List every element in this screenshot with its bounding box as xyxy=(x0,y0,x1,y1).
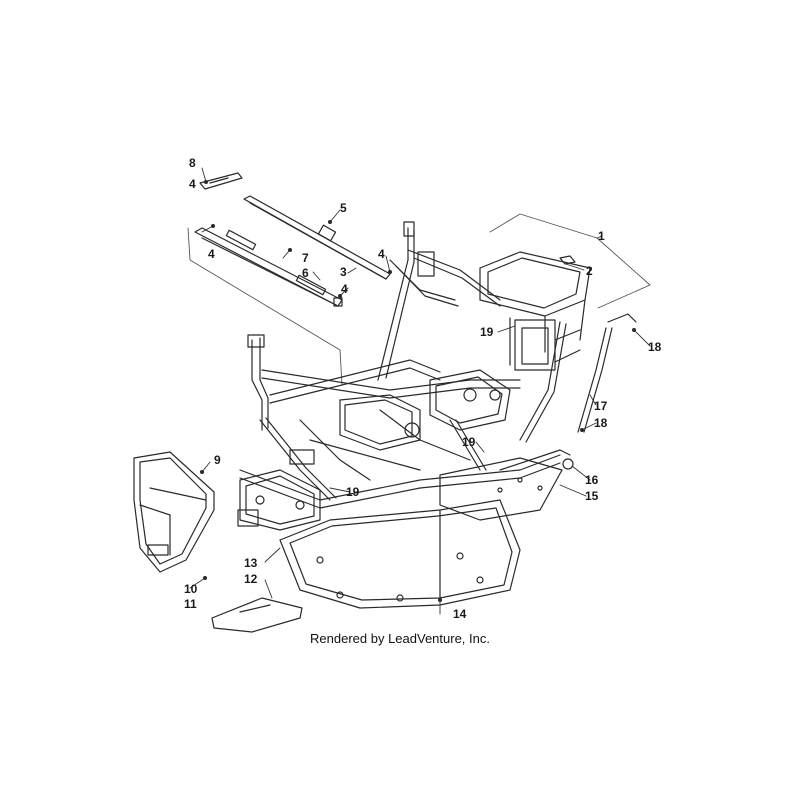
callout-6: 6 xyxy=(302,266,309,280)
render-credit: Rendered by LeadVenture, Inc. xyxy=(310,631,490,646)
callout-5: 5 xyxy=(340,201,347,215)
callout-4d: 4 xyxy=(378,247,385,261)
callout-13: 13 xyxy=(244,556,258,570)
front-bumper-10 xyxy=(133,451,215,573)
callout-19b: 19 xyxy=(462,435,476,449)
callout-7: 7 xyxy=(302,251,309,265)
callout-10: 10 xyxy=(184,582,198,596)
main-frame xyxy=(237,321,574,531)
skid-plate-12 xyxy=(211,597,303,633)
rops-rear-hoop xyxy=(377,221,501,381)
callout-8: 8 xyxy=(189,156,196,170)
leader-lines xyxy=(189,167,651,615)
callout-4c: 4 xyxy=(341,282,348,296)
callout-4b: 4 xyxy=(208,247,215,261)
part-group-bracket xyxy=(187,213,651,386)
callout-2: 2 xyxy=(586,264,593,278)
callout-3: 3 xyxy=(340,265,347,279)
rear-cargo-rack xyxy=(479,251,591,371)
callout-19a: 19 xyxy=(480,325,494,339)
callout-16: 16 xyxy=(585,473,599,487)
callout-11: 11 xyxy=(184,597,197,611)
rail-part-6 xyxy=(194,227,343,307)
strut-part-17 xyxy=(577,313,637,433)
callout-15: 15 xyxy=(585,489,599,503)
bracket-part-8 xyxy=(199,172,243,190)
rail-part-3 xyxy=(243,195,391,280)
callout-18a: 18 xyxy=(648,340,662,354)
callout-9: 9 xyxy=(214,453,221,467)
callout-19c: 19 xyxy=(346,485,360,499)
callout-1: 1 xyxy=(598,229,605,243)
floor-pan-14 xyxy=(279,499,521,609)
callout-17: 17 xyxy=(594,399,608,413)
rear-floor-panel-15 xyxy=(439,457,563,521)
callout-4a: 4 xyxy=(189,177,196,191)
callout-18b: 18 xyxy=(594,416,608,430)
callout-12: 12 xyxy=(244,572,258,586)
fasteners xyxy=(200,180,636,602)
callout-14: 14 xyxy=(453,607,467,621)
